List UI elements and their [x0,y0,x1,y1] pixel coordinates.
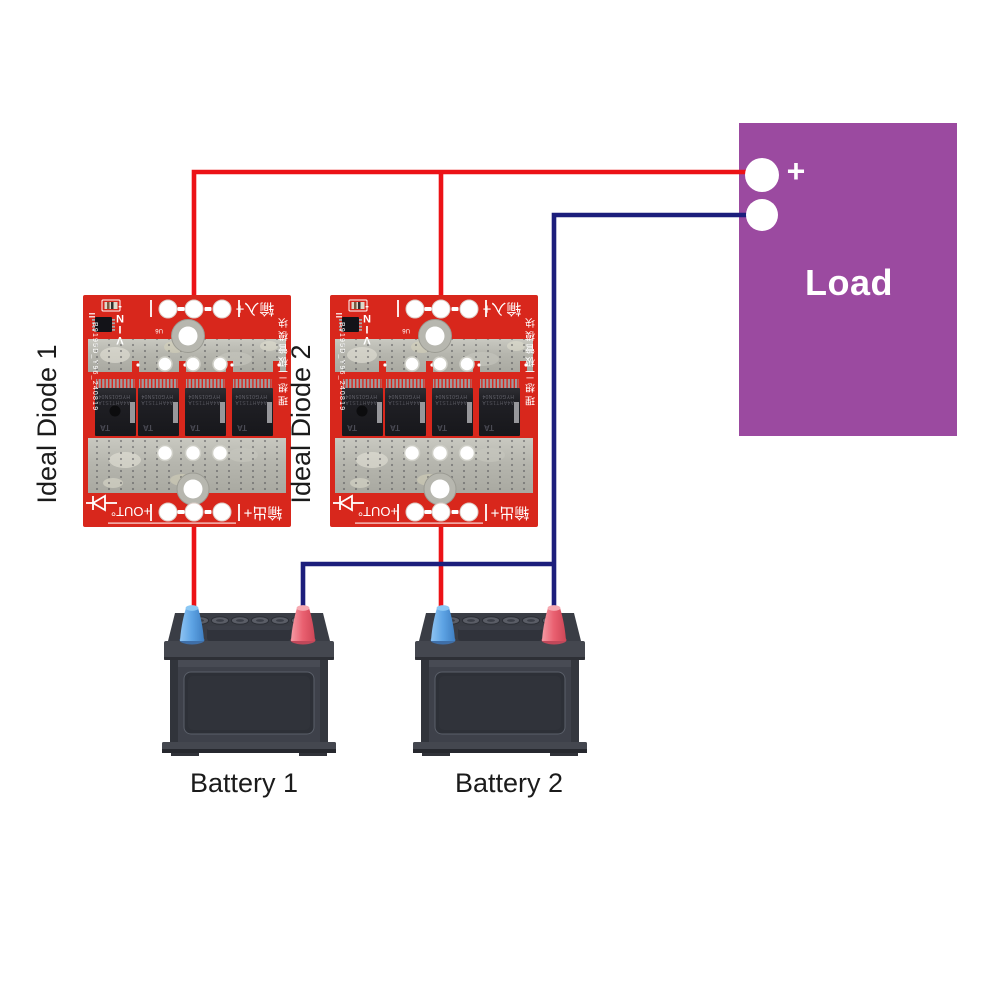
load-plus-sign: + [787,153,806,189]
load-terminal-positive [745,158,779,192]
wiring [191,169,762,610]
load-label: Load [805,262,893,303]
load-terminal-negative [746,199,778,231]
ideal-diode-1-label: Ideal Diode 1 [32,344,62,503]
battery-2-label: Battery 2 [455,768,563,798]
ideal-diode-board-2 [330,295,538,527]
battery-1-label: Battery 1 [190,768,298,798]
wire-positive-boards-to-load [191,169,762,308]
wire-negative-load-to-battery2 [551,212,762,608]
ideal-diode-2-label: Ideal Diode 2 [286,344,316,503]
battery-2 [412,604,588,757]
battery-1 [161,604,337,757]
ideal-diode-board-1 [83,295,291,527]
wire-negative-branch-battery1 [300,561,554,610]
